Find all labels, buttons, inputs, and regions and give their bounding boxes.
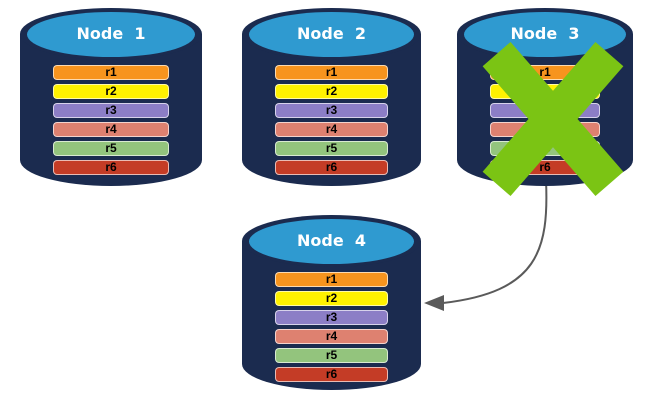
replica-label: r6 [539, 160, 551, 174]
replica-label: r3 [105, 103, 117, 117]
replica-bar: r6 [275, 367, 388, 382]
replica-label: r6 [325, 367, 338, 381]
replica-bar: r4 [275, 122, 388, 137]
replica-bar: r4 [275, 329, 388, 344]
replica-label: r4 [325, 122, 338, 136]
replica-label: r3 [325, 310, 338, 324]
replica-list: r1 r2 r3 r4 r5 r6 [275, 272, 388, 382]
replica-bar: r3 [53, 103, 169, 118]
replica-label: r1 [539, 65, 551, 79]
replica-bar: r5 [53, 141, 169, 156]
replica-list: r1 r2 r3 r4 r5 r6 [53, 65, 169, 175]
replica-bar: r3 [275, 103, 388, 118]
replica-label: r1 [325, 272, 338, 286]
node-4: Node 4 r1 r2 r3 r4 r5 r6 [242, 215, 421, 390]
replica-label: r3 [325, 103, 338, 117]
replica-bar: r5 [275, 141, 388, 156]
node-1: Node 1 r1 r2 r3 r4 r5 r6 [20, 8, 202, 186]
replica-label: r4 [105, 122, 117, 136]
replica-label: r6 [325, 160, 338, 174]
replica-bar: r4 [53, 122, 169, 137]
replica-label: r2 [105, 84, 117, 98]
replica-bar: r1 [275, 272, 388, 287]
replica-label: r6 [105, 160, 117, 174]
node-3: Node 3 r1 r2 r3 r4 r5 r6 [457, 8, 633, 197]
replica-bar: r2 [275, 291, 388, 306]
replica-label: r4 [325, 329, 338, 343]
replica-bar: r1 [275, 65, 388, 80]
replica-label: r5 [325, 348, 338, 362]
cylinder-top: Node 3 [464, 12, 626, 57]
node-title: Node 4 [297, 231, 366, 250]
replica-label: r5 [325, 141, 338, 155]
failure-x-icon [482, 41, 623, 197]
replica-list: r1 r2 r3 r4 r5 r6 [275, 65, 388, 175]
replica-label: r1 [325, 65, 338, 79]
replica-bar: r6 [275, 160, 388, 175]
replica-bar: r2 [53, 84, 169, 99]
replica-label: r5 [105, 141, 117, 155]
replica-bar: r1 [53, 65, 169, 80]
cylinder-top: Node 4 [249, 219, 414, 264]
replica-bar: r3 [275, 310, 388, 325]
node-title: Node 3 [510, 24, 580, 43]
node-title: Node 2 [297, 24, 366, 43]
replica-label: r1 [105, 65, 117, 79]
replica-label: r2 [325, 291, 338, 305]
replica-bar: r5 [275, 348, 388, 363]
node-2: Node 2 r1 r2 r3 r4 r5 r6 [242, 8, 421, 186]
recovery-arrow-curve [442, 179, 548, 304]
replica-bar: r6 [53, 160, 169, 175]
replica-label: r2 [325, 84, 338, 98]
recovery-arrowhead-icon [424, 295, 444, 311]
node-title: Node 1 [76, 24, 146, 43]
cylinder-top: Node 1 [27, 12, 195, 57]
cylinder-top: Node 2 [249, 12, 414, 57]
replica-bar: r2 [275, 84, 388, 99]
